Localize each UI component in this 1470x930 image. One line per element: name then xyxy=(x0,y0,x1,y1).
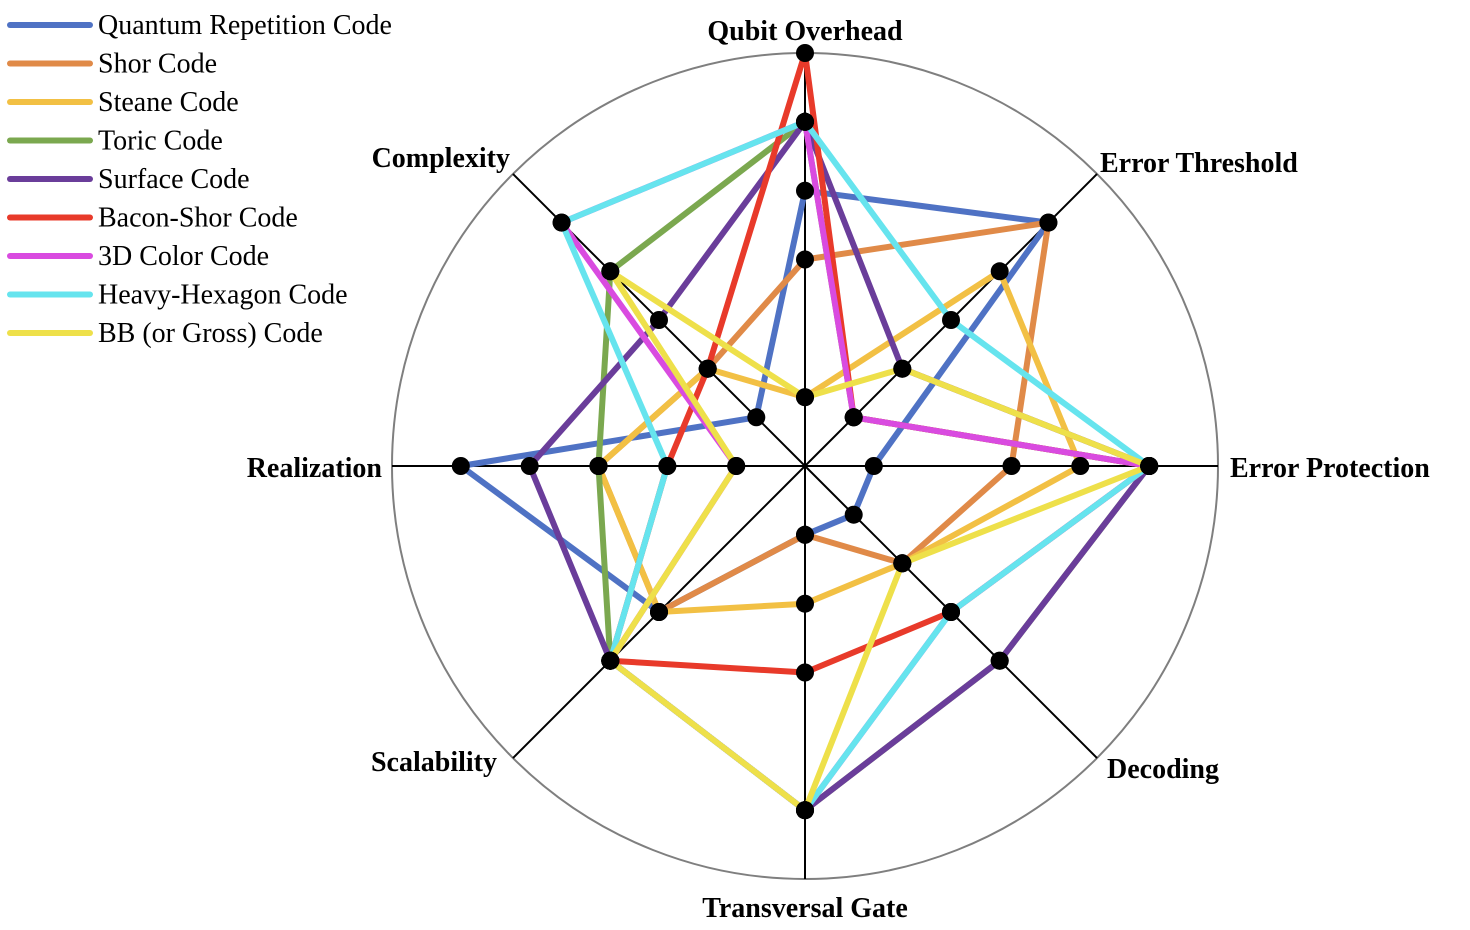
axis-label-scalability: Scalability xyxy=(371,747,497,778)
point-quantum-repetition-code-complexity xyxy=(747,408,766,427)
point-surface-code-realization xyxy=(520,457,539,475)
point-bacon-shor-code-complexity xyxy=(698,359,717,378)
point-shor-code-error-protection xyxy=(1002,457,1021,475)
legend-item-surface-code: Surface Code xyxy=(7,164,250,195)
point-bacon-shor-code-transversal-gate xyxy=(796,663,814,682)
axis-label-error-threshold: Error Threshold xyxy=(1100,148,1298,179)
legend-item-toric-code: Toric Code xyxy=(7,126,223,157)
point-shor-code-error-threshold xyxy=(1039,213,1058,232)
point-bb-or-gross-code-transversal-gate xyxy=(796,801,814,820)
series-quantum-repetition-code xyxy=(457,187,1052,615)
point-bb-or-gross-code-error-threshold xyxy=(893,359,912,378)
point-toric-code-realization xyxy=(589,457,608,475)
legend-item-shor-code: Shor Code xyxy=(7,49,217,80)
point-bb-or-gross-code-error-protection xyxy=(1140,457,1159,475)
point-shor-code-transversal-gate xyxy=(796,525,814,544)
points-layer xyxy=(451,44,1159,820)
legend-item-bb-or-gross-code: BB (or Gross) Code xyxy=(7,318,323,349)
legend-item-3d-color-code: 3D Color Code xyxy=(7,241,269,272)
point-heavy-hexagon-code-realization xyxy=(658,457,677,475)
axis-label-transversal-gate: Transversal Gate xyxy=(702,893,908,924)
point-steane-code-scalability xyxy=(650,603,668,621)
legend-label: Heavy-Hexagon Code xyxy=(98,280,348,311)
point-bb-or-gross-code-decoding xyxy=(893,554,912,573)
point-steane-code-transversal-gate xyxy=(796,594,814,613)
point-3d-color-code-error-threshold xyxy=(844,408,863,427)
axis-label-complexity: Complexity xyxy=(372,143,510,174)
point-quantum-repetition-code-qubit-overhead xyxy=(796,181,814,200)
legend-label: Toric Code xyxy=(98,126,223,157)
point-shor-code-qubit-overhead xyxy=(796,250,814,269)
legend-label: Quantum Repetition Code xyxy=(98,10,392,41)
radar-grid xyxy=(391,52,1219,880)
point-surface-code-complexity xyxy=(650,311,668,329)
legend-label: Steane Code xyxy=(98,87,239,118)
legend-label: BB (or Gross) Code xyxy=(98,318,323,349)
point-bb-or-gross-code-realization xyxy=(727,457,746,475)
legend-item-steane-code: Steane Code xyxy=(7,87,239,118)
point-quantum-repetition-code-error-protection xyxy=(864,457,883,475)
point-heavy-hexagon-code-qubit-overhead xyxy=(796,112,814,131)
axis-label-realization: Realization xyxy=(247,453,383,484)
axis-label-qubit-overhead: Qubit Overhead xyxy=(707,16,903,47)
point-surface-code-decoding xyxy=(990,651,1009,670)
axis-label-error-protection: Error Protection xyxy=(1230,453,1430,484)
legend-label: Shor Code xyxy=(98,49,217,80)
legend-item-bacon-shor-code: Bacon-Shor Code xyxy=(7,203,298,234)
point-quantum-repetition-code-decoding xyxy=(844,505,863,524)
axis-labels: Qubit Overhead Error Threshold Error Pro… xyxy=(247,16,1431,924)
legend-label: Bacon-Shor Code xyxy=(98,203,298,234)
axis-label-decoding: Decoding xyxy=(1107,754,1219,785)
point-bb-or-gross-code-qubit-overhead xyxy=(796,388,814,407)
legend-item-quantum-repetition-code: Quantum Repetition Code xyxy=(7,10,392,41)
legend-item-heavy-hexagon-code: Heavy-Hexagon Code xyxy=(7,280,348,311)
point-steane-code-error-threshold xyxy=(990,262,1009,281)
point-steane-code-error-protection xyxy=(1071,457,1090,475)
point-heavy-hexagon-code-error-threshold xyxy=(942,311,960,329)
point-bb-or-gross-code-complexity xyxy=(601,262,620,281)
legend-label: Surface Code xyxy=(98,164,250,195)
legend-label: 3D Color Code xyxy=(98,241,269,272)
point-quantum-repetition-code-realization xyxy=(451,457,470,475)
point-bacon-shor-code-qubit-overhead xyxy=(796,44,814,62)
point-heavy-hexagon-code-decoding xyxy=(942,603,960,621)
point-heavy-hexagon-code-complexity xyxy=(552,213,571,232)
point-bb-or-gross-code-scalability xyxy=(601,651,620,670)
